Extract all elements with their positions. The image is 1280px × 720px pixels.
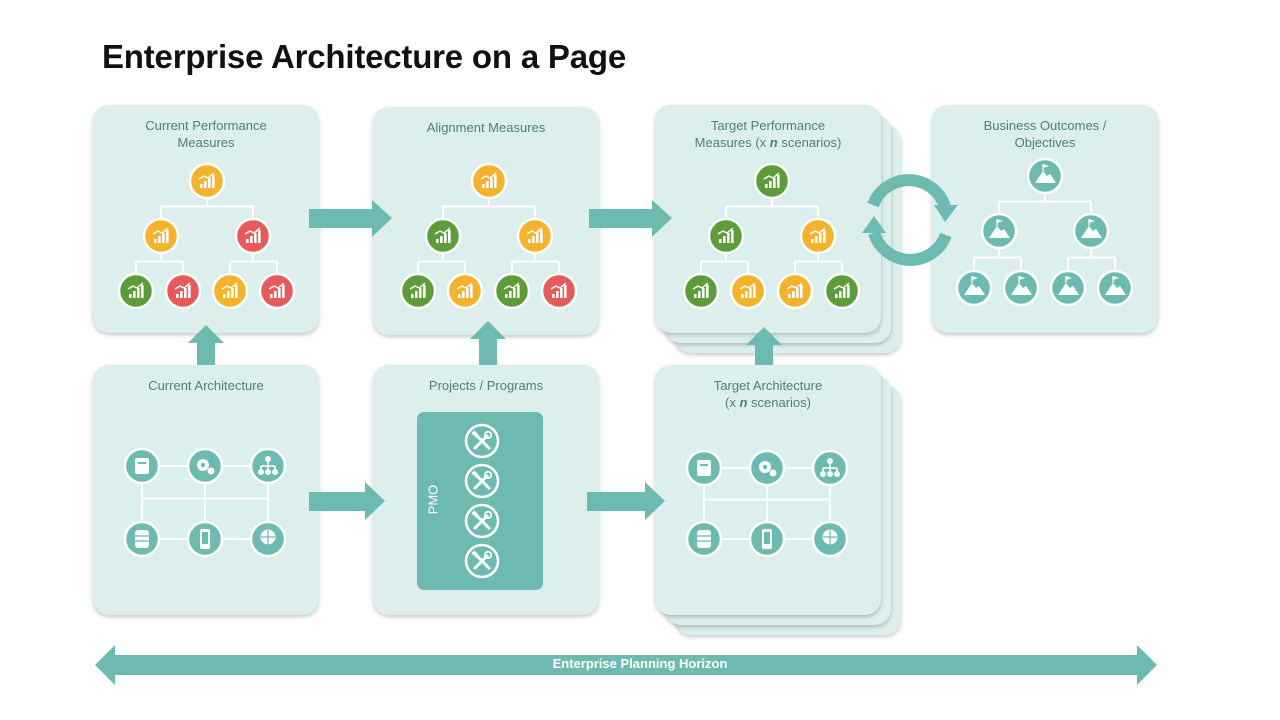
- alignment-measures-panel: Alignment Measures: [373, 107, 599, 335]
- mountain-flag-icon: [1049, 269, 1087, 307]
- kpi-chart-icon: [211, 272, 249, 310]
- panel-title-line: Target Performance: [710, 118, 826, 133]
- kpi-chart-icon: [753, 162, 791, 200]
- panel-title-line: Current Architecture: [148, 378, 264, 393]
- network-globe-icon: [811, 520, 849, 558]
- tools-icon: [464, 423, 500, 459]
- kpi-chart-icon: [729, 272, 767, 310]
- kpi-chart-icon: [142, 217, 180, 255]
- panel-title-line: Current Performance: [145, 118, 267, 133]
- panel-title-line: Measures (x n scenarios): [655, 134, 881, 151]
- projects-programs-panel: Projects / Programs PMO: [373, 365, 599, 615]
- kpi-chart-icon: [682, 272, 720, 310]
- panel-title: Target Architecture (x n scenarios): [655, 377, 881, 411]
- arrow-up-icon: [470, 321, 506, 365]
- kpi-chart-icon: [424, 217, 462, 255]
- arrow-right-icon: [587, 482, 665, 520]
- panel-title-line: Projects / Programs: [428, 378, 544, 393]
- title-n: n: [769, 135, 778, 150]
- kpi-chart-icon: [446, 272, 484, 310]
- gears-icon: [186, 447, 224, 485]
- org-chart-icon: [811, 449, 849, 487]
- horizon-label: Enterprise Planning Horizon: [552, 656, 728, 671]
- tools-icon: [464, 463, 500, 499]
- arrow-right-icon: [309, 482, 385, 520]
- kpi-chart-icon: [823, 272, 861, 310]
- pmo-box: PMO: [417, 412, 543, 590]
- gears-icon: [748, 449, 786, 487]
- network-globe-icon: [249, 520, 287, 558]
- measures-tree: [682, 162, 861, 310]
- mountain-flag-icon: [955, 269, 993, 307]
- mountain-flag-icon: [1096, 269, 1134, 307]
- kpi-chart-icon: [516, 217, 554, 255]
- page-title: Enterprise Architecture on a Page: [102, 38, 627, 75]
- tools-icon: [464, 543, 500, 579]
- kpi-chart-icon: [493, 272, 531, 310]
- arrow-up-icon: [188, 325, 224, 365]
- kpi-chart-icon: [707, 217, 745, 255]
- mountain-flag-icon: [1026, 157, 1064, 195]
- panel-title: Projects / Programs: [373, 377, 599, 394]
- architecture-grid: [685, 449, 849, 558]
- kpi-chart-icon: [188, 162, 226, 200]
- horizon-arrow: [95, 645, 1157, 685]
- title-text: scenarios): [747, 395, 811, 410]
- mountain-flag-icon: [980, 212, 1018, 250]
- kpi-chart-icon: [399, 272, 437, 310]
- measures-tree: [399, 162, 578, 310]
- measures-tree: [117, 162, 296, 310]
- cycle-arrowheads: [862, 205, 958, 233]
- architecture-grid: [123, 447, 287, 558]
- target-performance-panel: Target Performance Measures (x n scenari…: [655, 105, 881, 333]
- panel-title-line: (x n scenarios): [655, 394, 881, 411]
- kpi-chart-icon: [540, 272, 578, 310]
- kpi-chart-icon: [234, 217, 272, 255]
- title-text: Measures (x: [694, 135, 770, 150]
- server-box-icon: [685, 449, 723, 487]
- server-box-icon: [123, 447, 161, 485]
- arrow-right-icon: [309, 200, 392, 237]
- title-n: n: [739, 395, 748, 410]
- panel-title-line: Business Outcomes /: [983, 118, 1107, 133]
- mountain-flag-icon: [1072, 212, 1110, 250]
- panel-title-line: Alignment Measures: [426, 120, 546, 135]
- kpi-chart-icon: [164, 272, 202, 310]
- tools-column: [464, 423, 500, 579]
- mobile-device-icon: [186, 520, 224, 558]
- kpi-chart-icon: [258, 272, 296, 310]
- objectives-tree: [955, 157, 1134, 307]
- current-architecture-panel: Current Architecture: [93, 365, 319, 615]
- panel-title: Target Performance Measures (x n scenari…: [655, 117, 881, 151]
- business-outcomes-panel: Business Outcomes / Objectives: [932, 105, 1158, 333]
- kpi-chart-icon: [799, 217, 837, 255]
- panel-title: Alignment Measures: [373, 119, 599, 136]
- arrow-right-icon: [589, 200, 672, 237]
- panel-title: Current Performance Measures: [93, 117, 319, 151]
- panel-title-line: Target Architecture: [713, 378, 823, 393]
- panel-title-line: Objectives: [1014, 135, 1076, 150]
- arrow-up-icon: [746, 327, 782, 365]
- panel-title: Current Architecture: [93, 377, 319, 394]
- current-performance-panel: Current Performance Measures: [93, 105, 319, 333]
- database-icon: [123, 520, 161, 558]
- kpi-chart-icon: [470, 162, 508, 200]
- mountain-flag-icon: [1002, 269, 1040, 307]
- kpi-chart-icon: [117, 272, 155, 310]
- target-architecture-panel: Target Architecture (x n scenarios): [655, 365, 881, 615]
- database-icon: [685, 520, 723, 558]
- tools-icon: [464, 503, 500, 539]
- cycle-icon: [867, 174, 952, 266]
- org-chart-icon: [249, 447, 287, 485]
- mobile-device-icon: [748, 520, 786, 558]
- kpi-chart-icon: [776, 272, 814, 310]
- panel-title: Business Outcomes / Objectives: [932, 117, 1158, 151]
- title-text: scenarios): [777, 135, 842, 150]
- title-text: (x: [725, 395, 740, 410]
- panel-title-line: Measures: [177, 135, 235, 150]
